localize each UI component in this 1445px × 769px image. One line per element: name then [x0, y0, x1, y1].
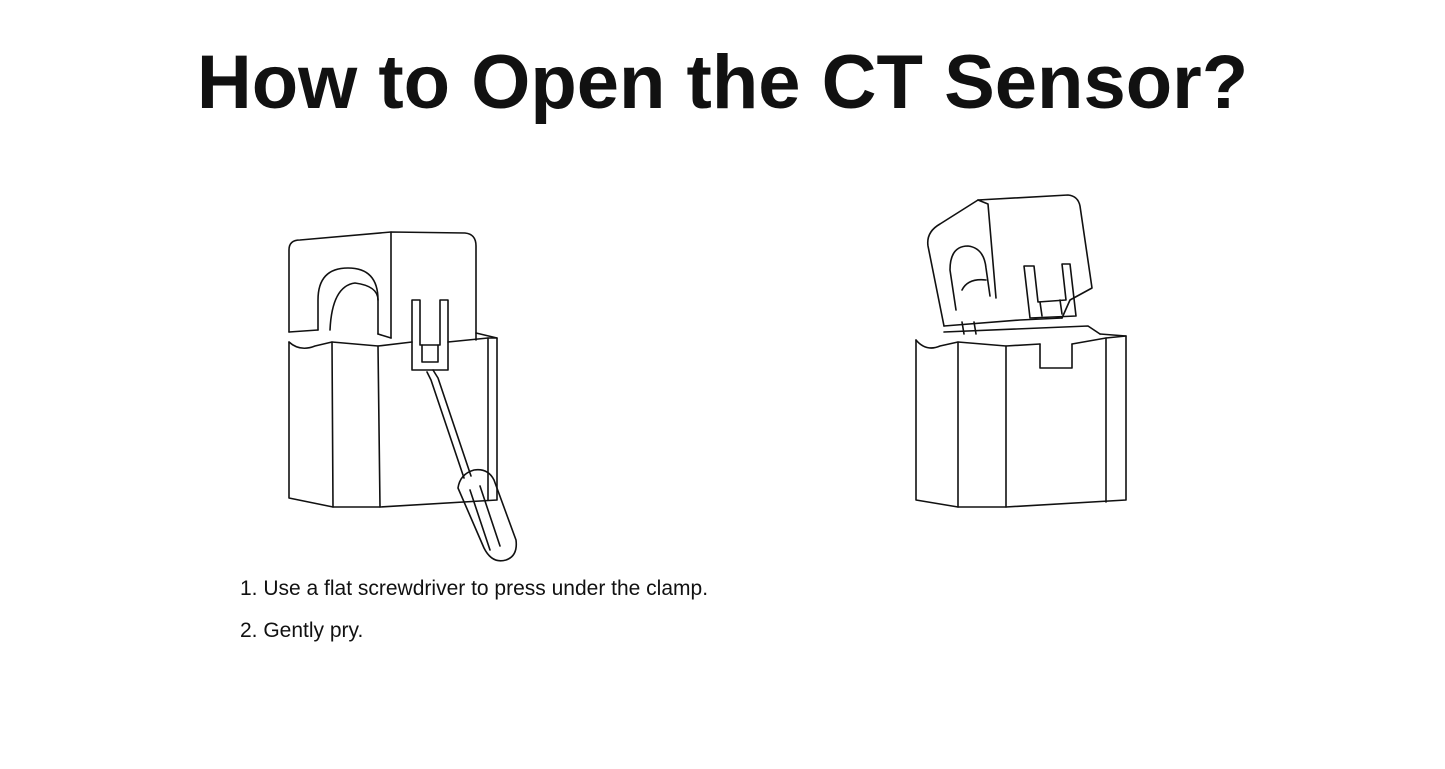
sensor-body — [288, 332, 498, 508]
latch-open — [1023, 263, 1077, 319]
page-title: How to Open the CT Sensor? — [196, 40, 1249, 125]
ct-sensor-closed-drawing — [288, 231, 518, 562]
screwdriver — [426, 369, 518, 562]
instruction-steps: 1. Use a flat screwdriver to press under… — [240, 574, 708, 658]
hinge-gap — [943, 321, 1101, 335]
ct-sensor-open-drawing — [915, 194, 1127, 508]
clamp-top — [288, 231, 477, 341]
latch — [411, 299, 449, 371]
sensor-body-open — [915, 333, 1127, 508]
step-2: 2. Gently pry. — [240, 619, 364, 642]
step-1: 1. Use a flat screwdriver to press under… — [240, 577, 709, 600]
ct-sensor-closed-illustration — [270, 215, 540, 575]
ct-sensor-open-illustration — [900, 180, 1140, 520]
clamp-lifted — [926, 194, 1093, 327]
